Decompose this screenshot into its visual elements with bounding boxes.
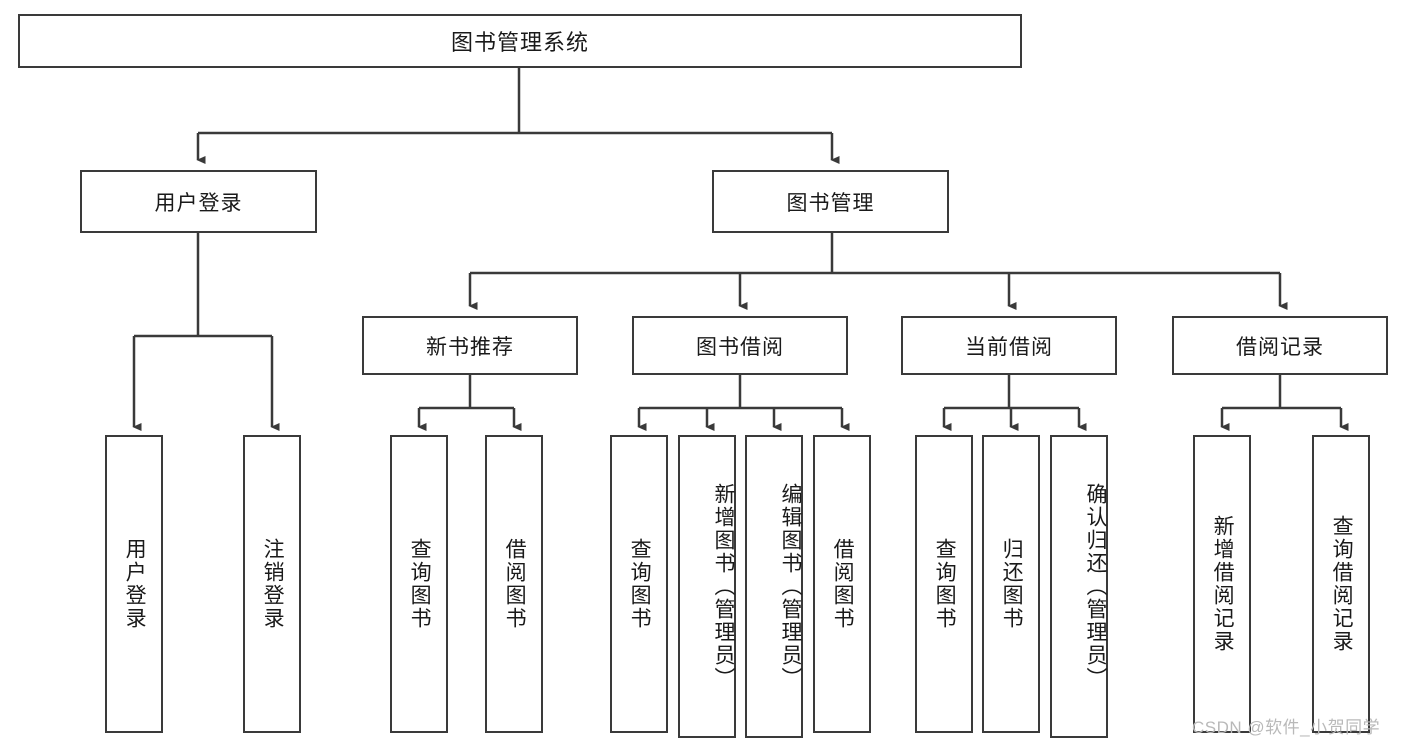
leaf-user-login-login[interactable]: 用户登录: [105, 435, 163, 733]
node-new-book-recommend[interactable]: 新书推荐: [362, 316, 578, 375]
node-label: 借阅图书: [831, 538, 855, 630]
node-borrow-record[interactable]: 借阅记录: [1172, 316, 1388, 375]
leaf-new-book-query[interactable]: 查询图书: [390, 435, 448, 733]
csdn-watermark: CSDN @软件_小贺同学: [1192, 718, 1381, 737]
node-label: 图书管理: [786, 191, 875, 215]
leaf-current-return-book[interactable]: 归还图书: [982, 435, 1040, 733]
node-label: 图书借阅: [696, 335, 784, 359]
node-label: 查询借阅记录: [1330, 515, 1354, 653]
leaf-borrow-borrow-book[interactable]: 借阅图书: [813, 435, 871, 733]
node-label: 查询图书: [933, 538, 957, 630]
leaf-current-query-book[interactable]: 查询图书: [915, 435, 973, 733]
node-label: 归还图书: [1000, 538, 1024, 630]
node-label: 注销登录: [261, 538, 285, 630]
node-label: 用户登录: [123, 538, 147, 630]
node-label: 借阅图书: [503, 538, 527, 630]
node-label: 图书管理系统: [450, 30, 589, 55]
leaf-current-confirm-return[interactable]: 确认归还（管理员）: [1050, 435, 1108, 738]
node-label: 借阅记录: [1236, 335, 1324, 359]
node-label: 查询图书: [628, 538, 652, 630]
node-label: 新增图书（管理员）: [712, 483, 735, 690]
node-book-management[interactable]: 图书管理: [712, 170, 949, 233]
node-label: 新书推荐: [426, 335, 514, 359]
leaf-borrow-query-book[interactable]: 查询图书: [610, 435, 668, 733]
leaf-record-add[interactable]: 新增借阅记录: [1193, 435, 1251, 733]
leaf-borrow-add-book[interactable]: 新增图书（管理员）: [678, 435, 736, 738]
node-root-system[interactable]: 图书管理系统: [18, 14, 1022, 68]
node-user-login[interactable]: 用户登录: [80, 170, 317, 233]
leaf-record-query[interactable]: 查询借阅记录: [1312, 435, 1370, 733]
node-label: 新增借阅记录: [1211, 515, 1235, 653]
leaf-new-book-borrow[interactable]: 借阅图书: [485, 435, 543, 733]
node-label: 查询图书: [408, 538, 432, 630]
leaf-user-login-logout[interactable]: 注销登录: [243, 435, 301, 733]
node-book-borrow[interactable]: 图书借阅: [632, 316, 848, 375]
leaf-borrow-edit-book[interactable]: 编辑图书（管理员）: [745, 435, 803, 738]
node-label: 编辑图书（管理员）: [779, 483, 802, 690]
node-label: 确认归还（管理员）: [1084, 483, 1107, 690]
node-label: 用户登录: [154, 191, 243, 215]
node-label: 当前借阅: [965, 335, 1053, 359]
node-current-borrow[interactable]: 当前借阅: [901, 316, 1117, 375]
